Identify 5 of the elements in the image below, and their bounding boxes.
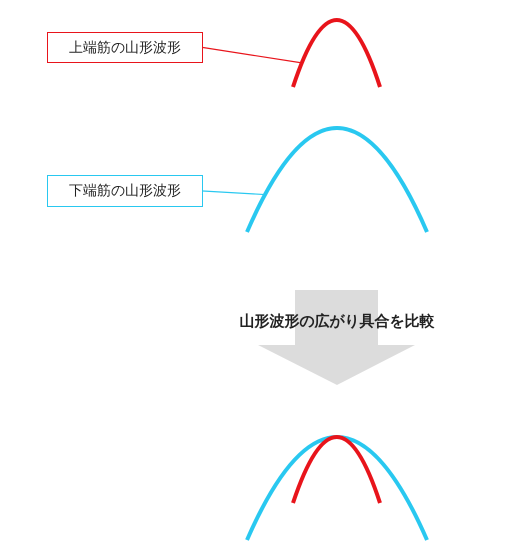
arrow-caption: 山形波形の広がり具合を比較 [240,312,434,331]
arch-curve [245,126,429,234]
label-box: 下端筋の山形波形 [47,175,203,207]
label-box: 上端筋の山形波形 [47,32,203,63]
arch-curve [291,18,382,89]
